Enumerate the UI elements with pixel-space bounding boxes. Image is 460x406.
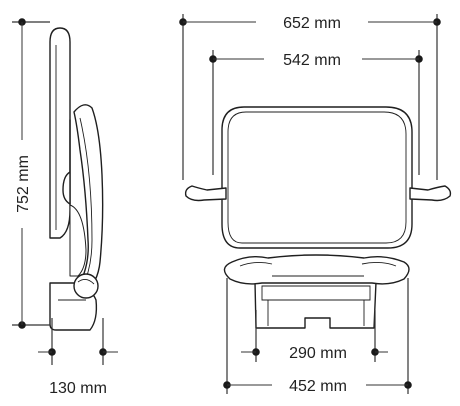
height-label: 752 mm — [15, 155, 32, 213]
backrest-width-label: 542 mm — [283, 52, 341, 69]
outer-seat-width-dimension: 452 mm — [223, 278, 412, 395]
backrest-width-dimension: 542 mm — [209, 50, 423, 175]
front-view-seat — [184, 106, 452, 329]
side-view-seat — [49, 27, 104, 331]
inner-seat-width-dimension: 290 mm — [241, 310, 388, 362]
depth-dimension: 130 mm — [38, 318, 118, 397]
depth-label: 130 mm — [49, 380, 107, 397]
inner-seat-width-label: 290 mm — [289, 345, 347, 362]
height-dimension: 752 mm — [12, 18, 50, 329]
overall-width-label: 652 mm — [283, 15, 341, 32]
outer-seat-width-label: 452 mm — [289, 378, 347, 395]
overall-width-dimension: 652 mm — [179, 14, 441, 180]
